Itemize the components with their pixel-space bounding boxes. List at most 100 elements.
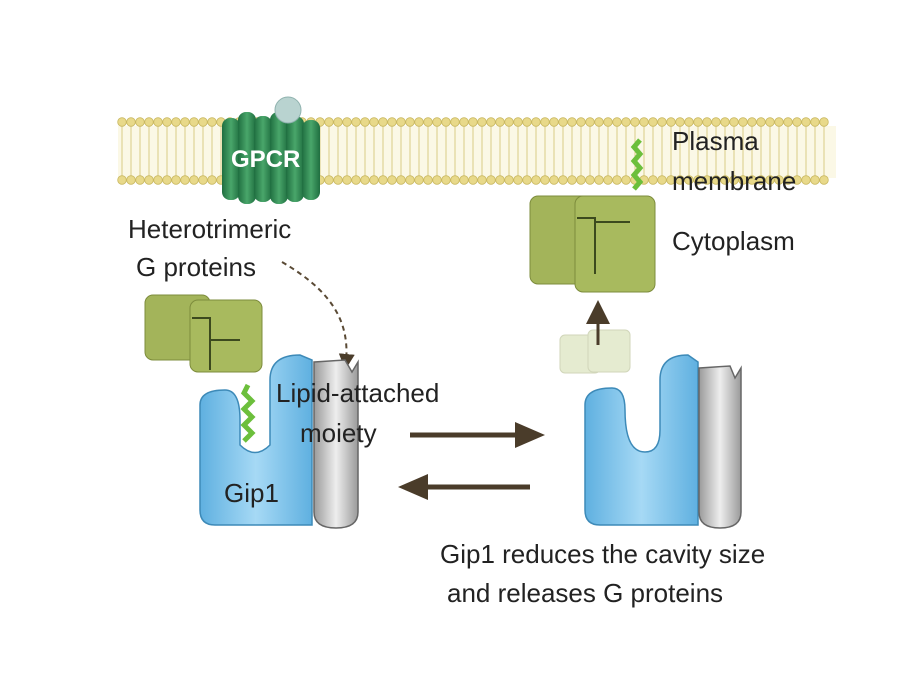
- lipid-head: [567, 117, 577, 127]
- lipid-head: [351, 175, 361, 185]
- lipid-head: [126, 175, 136, 185]
- lipid-head: [774, 117, 784, 127]
- lipid-head: [378, 117, 388, 127]
- lipid-head: [432, 175, 442, 185]
- lipid-head: [378, 175, 388, 185]
- g-protein-right: [529, 138, 656, 293]
- lipid-head: [675, 117, 685, 127]
- lipid-head: [657, 117, 667, 127]
- lipid-head: [189, 175, 199, 185]
- lipid-head: [765, 175, 775, 185]
- lipid-head: [603, 117, 613, 127]
- lipid-head: [810, 117, 820, 127]
- lipid-head: [729, 175, 739, 185]
- lipid-head: [387, 117, 397, 127]
- released-g-protein-ghost: [559, 329, 631, 374]
- lipid-head: [819, 117, 829, 127]
- caption-line-2: and releases G proteins: [447, 578, 724, 608]
- lipid-head: [207, 175, 217, 185]
- lipid-head: [630, 117, 640, 127]
- lipid-head: [459, 117, 469, 127]
- lipid-head: [702, 175, 712, 185]
- lipid-head: [738, 175, 748, 185]
- lipid-head: [459, 175, 469, 185]
- lipid-head: [621, 117, 631, 127]
- lipid-head: [792, 175, 802, 185]
- lipid-head: [405, 175, 415, 185]
- lipid-head: [162, 175, 172, 185]
- lipid-head: [495, 175, 505, 185]
- lipid-attached-label: Lipid-attached: [276, 378, 440, 408]
- lipid-head: [792, 117, 802, 127]
- lipid-head: [423, 175, 433, 185]
- lipid-head: [369, 117, 379, 127]
- lipid-head: [198, 117, 208, 127]
- lipid-head: [756, 117, 766, 127]
- lipid-head: [801, 175, 811, 185]
- lipid-head: [495, 117, 505, 127]
- lipid-head: [135, 117, 145, 127]
- lipid-head: [405, 117, 415, 127]
- lipid-head: [351, 117, 361, 127]
- lipid-head: [117, 117, 127, 127]
- lipid-head: [369, 175, 379, 185]
- lipid-head: [594, 175, 604, 185]
- lipid-head: [342, 117, 352, 127]
- lipid-head: [171, 175, 181, 185]
- lipid-head: [585, 117, 595, 127]
- lipid-head: [603, 175, 613, 185]
- g-proteins-label: G proteins: [136, 252, 256, 282]
- lipid-moiety: [240, 383, 256, 443]
- lipid-head: [711, 117, 721, 127]
- lipid-head: [333, 175, 343, 185]
- ligand: [274, 96, 302, 124]
- lipid-head: [477, 117, 487, 127]
- lipid-head: [207, 117, 217, 127]
- lipid-head: [702, 117, 712, 127]
- lipid-head: [594, 117, 604, 127]
- lipid-head: [765, 117, 775, 127]
- lipid-head: [531, 117, 541, 127]
- lipid-head: [522, 175, 532, 185]
- lipid-head: [684, 117, 694, 127]
- lipid-head: [513, 175, 523, 185]
- lipid-head: [711, 175, 721, 185]
- lipid-head: [540, 175, 550, 185]
- lipid-head: [504, 175, 514, 185]
- lipid-head: [576, 175, 586, 185]
- lipid-head: [180, 175, 190, 185]
- lipid-head: [648, 175, 658, 185]
- lipid-head: [180, 117, 190, 127]
- lipid-head: [720, 117, 730, 127]
- lipid-head: [477, 175, 487, 185]
- lipid-head: [144, 117, 154, 127]
- dashed-arrow: [281, 261, 355, 370]
- lipid-head: [360, 175, 370, 185]
- lipid-head: [414, 117, 424, 127]
- lipid-head: [540, 117, 550, 127]
- lipid-head: [666, 117, 676, 127]
- lipid-head: [810, 175, 820, 185]
- lipid-head: [144, 175, 154, 185]
- lipid-head: [441, 175, 451, 185]
- lipid-head: [612, 117, 622, 127]
- lipid-head: [549, 175, 559, 185]
- lipid-head: [549, 117, 559, 127]
- lipid-head: [567, 175, 577, 185]
- lipid-head: [198, 175, 208, 185]
- lipid-head: [531, 175, 541, 185]
- lipid-head: [486, 175, 496, 185]
- lipid-head: [558, 117, 568, 127]
- lipid-head: [747, 117, 757, 127]
- lipid-head: [558, 175, 568, 185]
- cytoplasm-label: Cytoplasm: [672, 226, 795, 256]
- lipid-head: [468, 117, 478, 127]
- lipid-head: [162, 117, 172, 127]
- gip1-left: [199, 354, 359, 529]
- lipid-head: [666, 175, 676, 185]
- lipid-head: [639, 117, 649, 127]
- lipid-head: [450, 175, 460, 185]
- lipid-head: [486, 117, 496, 127]
- lipid-head: [513, 117, 523, 127]
